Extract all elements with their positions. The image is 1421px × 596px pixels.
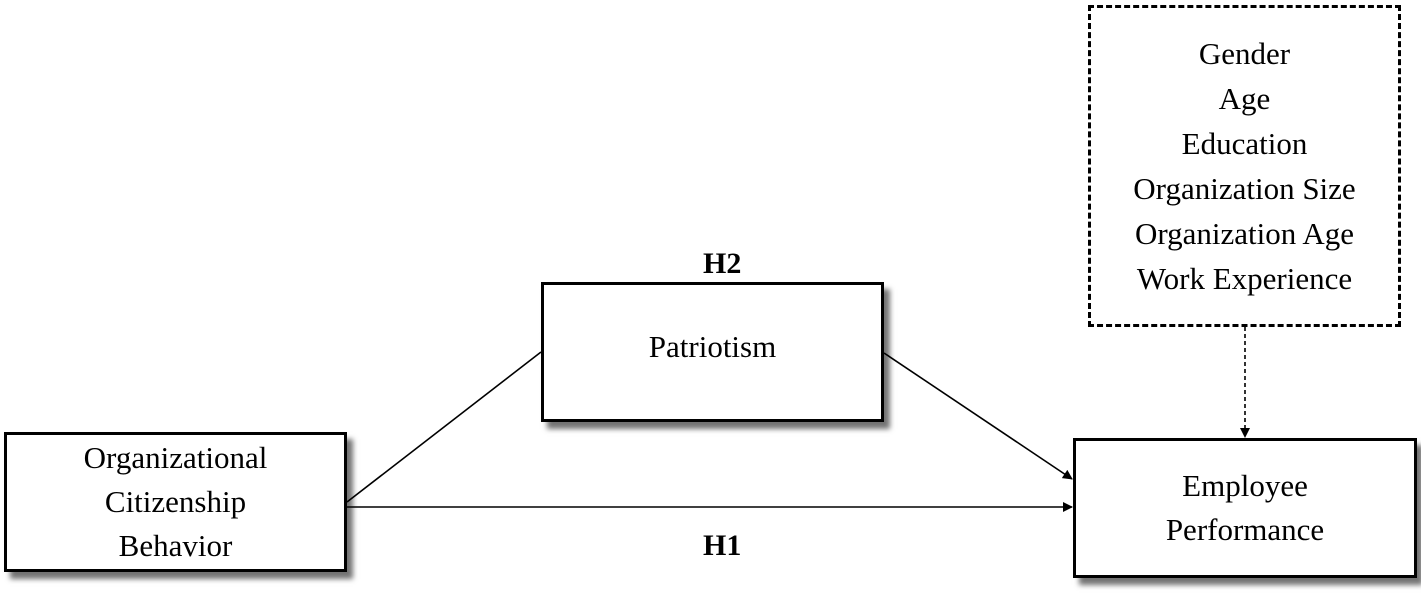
node-control-variables: Gender Age Education Organization Size O… bbox=[1088, 5, 1401, 327]
node-label-line: Behavior bbox=[118, 528, 233, 563]
node-label-line: Performance bbox=[1165, 512, 1325, 547]
control-variable-item: Organization Size bbox=[1133, 171, 1356, 206]
edge-ocb-to-patriotism bbox=[346, 351, 542, 503]
control-variable-item: Organization Age bbox=[1135, 216, 1354, 251]
control-variable-item: Gender bbox=[1198, 36, 1291, 71]
node-label-line: Employee bbox=[1182, 468, 1308, 503]
control-variable-item: Age bbox=[1218, 81, 1271, 116]
node-patriotism: Patriotism bbox=[541, 282, 884, 422]
node-organizational-citizenship-behavior: Organizational Citizenship Behavior bbox=[4, 432, 347, 572]
control-variable-item: Education bbox=[1181, 126, 1308, 161]
node-employee-performance: Employee Performance bbox=[1073, 438, 1417, 578]
node-label-line: Organizational bbox=[83, 440, 268, 475]
node-label-line: Citizenship bbox=[104, 484, 247, 519]
hypothesis-label-h1: H1 bbox=[703, 529, 742, 562]
control-variable-item: Work Experience bbox=[1136, 261, 1353, 296]
node-label-line: Patriotism bbox=[648, 329, 777, 364]
hypothesis-label-h2: H2 bbox=[703, 247, 742, 280]
edge-patriotism-to-employee-performance bbox=[883, 352, 1073, 480]
